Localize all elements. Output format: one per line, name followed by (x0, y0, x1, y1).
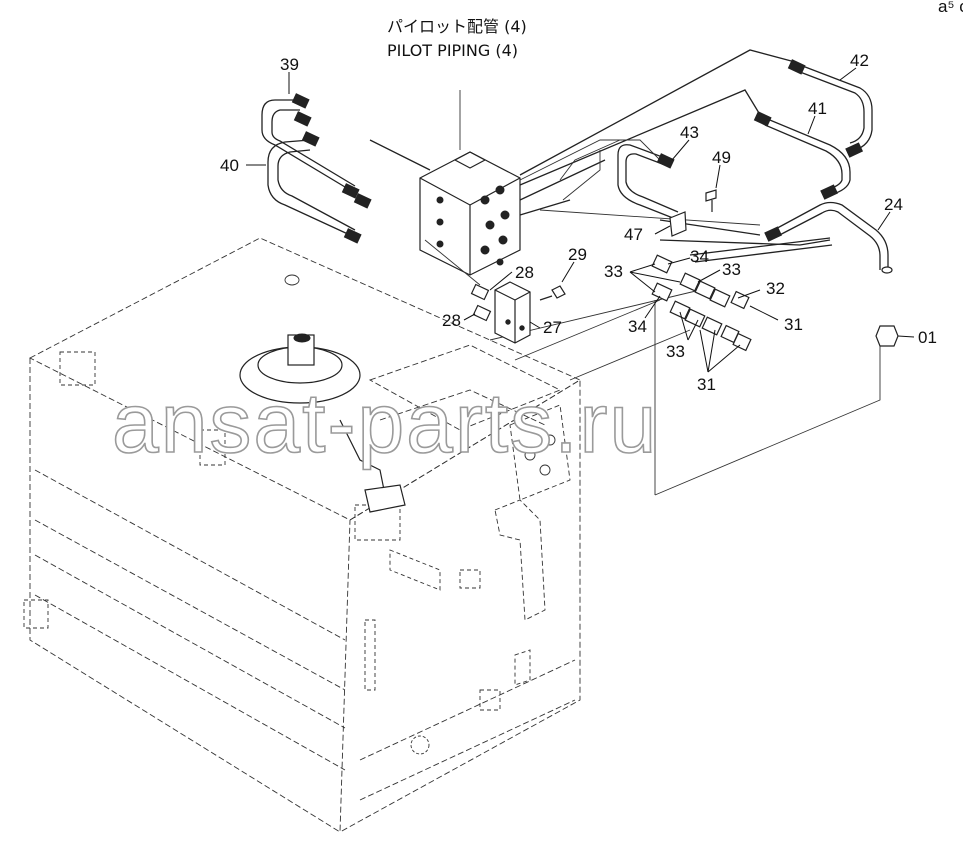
title-block: パイロット配管 (4) PILOT PIPING (4) (387, 17, 527, 60)
title-english: PILOT PIPING (4) (387, 41, 518, 60)
bracket-27 (494, 281, 531, 344)
callout-32: 32 (766, 279, 785, 298)
part-callouts: 39 40 42 41 43 49 47 24 29 28 28 27 33 3… (220, 51, 937, 394)
callout-42: 42 (850, 51, 869, 70)
callout-43: 43 (680, 123, 699, 142)
callout-31-lower: 31 (697, 375, 716, 394)
callout-27: 27 (543, 318, 562, 337)
callout-47: 47 (624, 225, 643, 244)
callout-40: 40 (220, 156, 239, 175)
callout-33-right: 33 (722, 260, 741, 279)
watermark: ansat-parts.ru (112, 376, 658, 470)
hydraulic-tank (23, 237, 581, 833)
callout-33-lower: 33 (666, 342, 685, 361)
callout-34-upper: 34 (690, 247, 709, 266)
bolt-49 (705, 189, 717, 212)
corner-mark: a⁵ ooo (938, 0, 963, 16)
leader-lines (246, 67, 915, 373)
callout-49: 49 (712, 148, 731, 167)
callout-41: 41 (808, 99, 827, 118)
callout-39: 39 (280, 55, 299, 74)
bolt-29 (539, 285, 566, 301)
callout-34-lower: 34 (628, 317, 647, 336)
clamp-47 (669, 211, 687, 237)
callout-28-upper: 28 (515, 263, 534, 282)
callout-28-lower: 28 (442, 311, 461, 330)
pilot-valve-block (419, 151, 521, 276)
callout-01: 01 (918, 328, 937, 347)
callout-33-left: 33 (604, 262, 623, 281)
callout-24: 24 (884, 195, 903, 214)
callout-29: 29 (568, 245, 587, 264)
pipe-fittings (291, 59, 899, 352)
title-japanese: パイロット配管 (4) (387, 17, 527, 36)
callout-31-right: 31 (784, 315, 803, 334)
filler-cap (239, 274, 406, 513)
